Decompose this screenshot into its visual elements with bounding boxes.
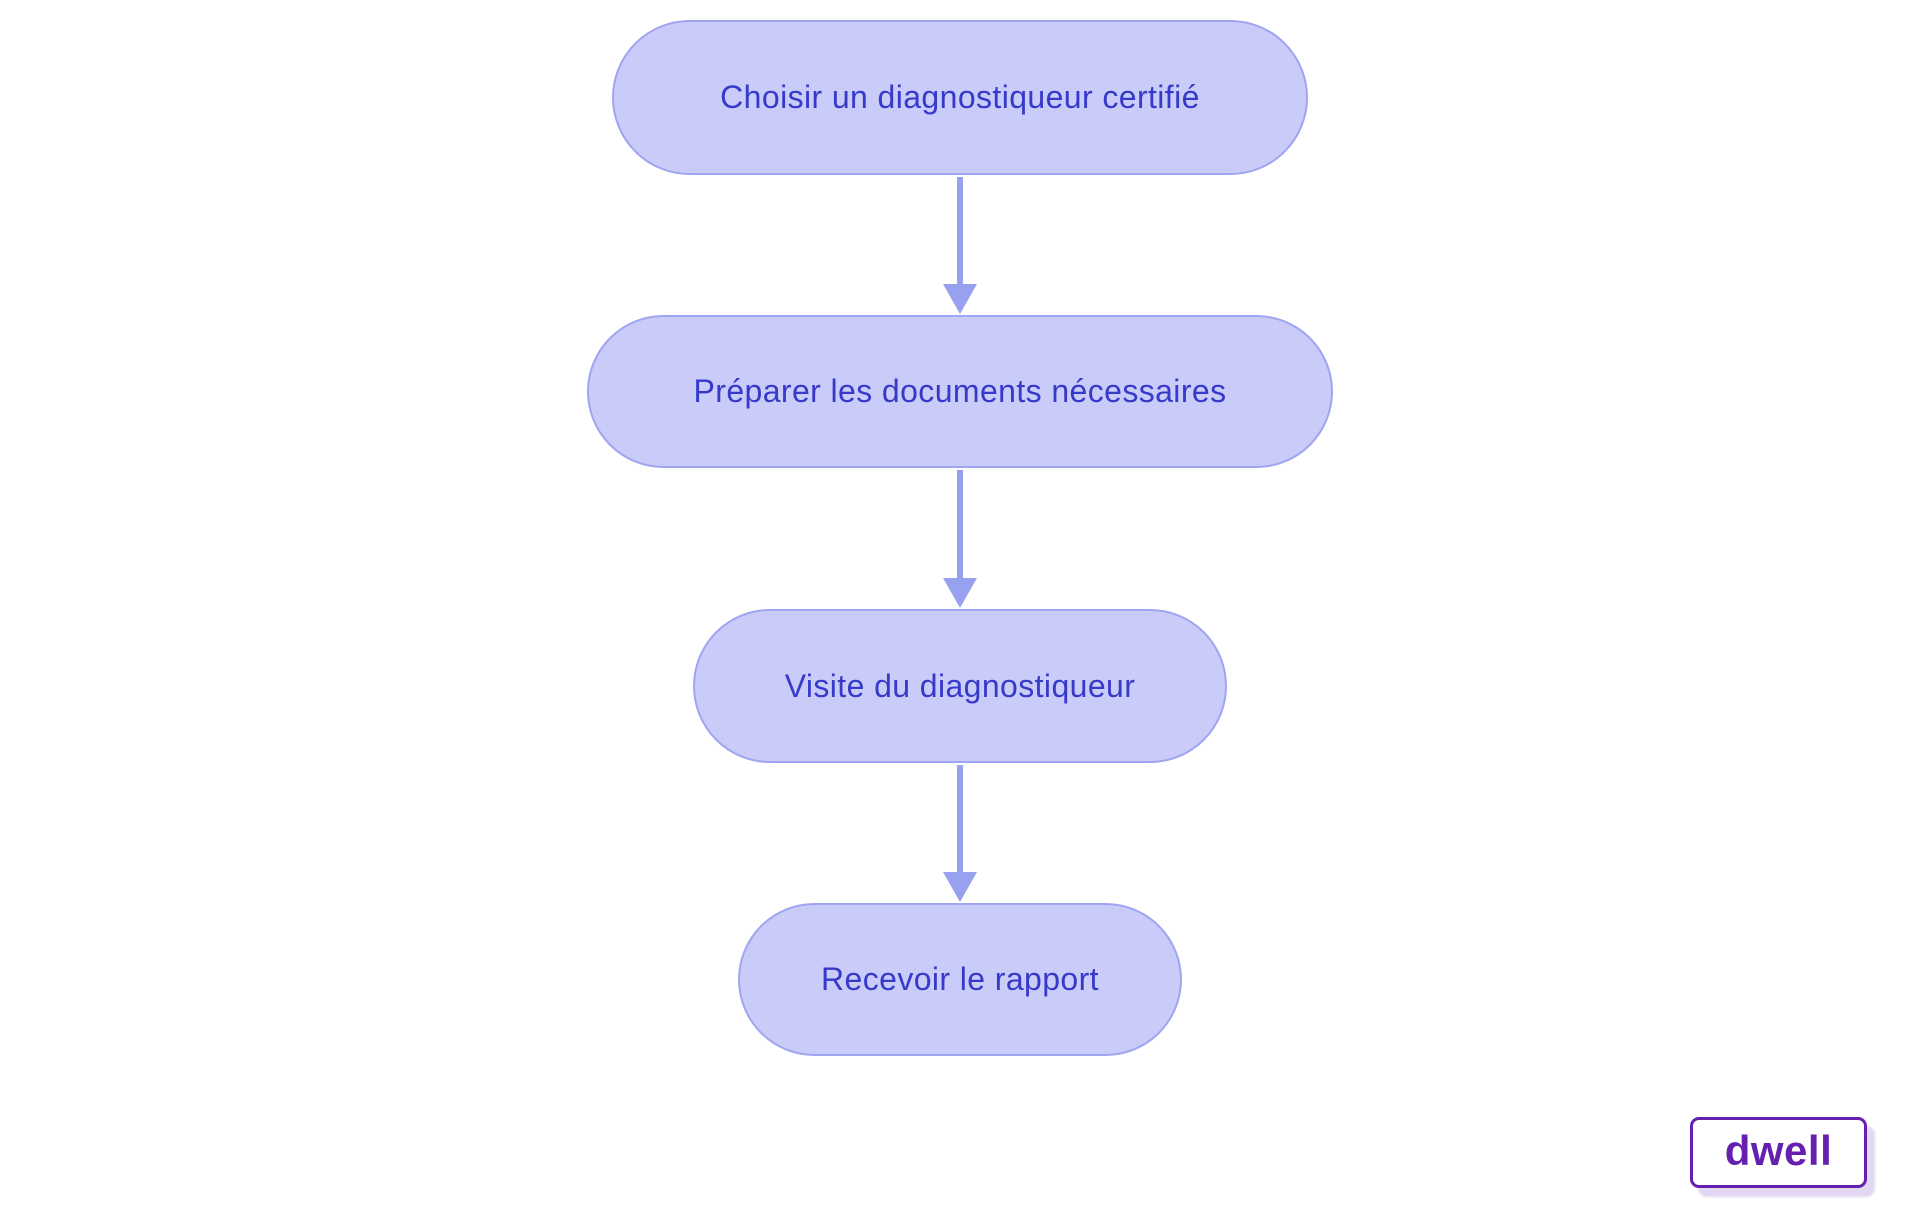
flow-node-step-4: Recevoir le rapport xyxy=(738,903,1182,1056)
arrow-down-icon xyxy=(943,578,977,608)
dwell-logo-text: dwell xyxy=(1724,1126,1833,1174)
arrow-line xyxy=(957,765,963,872)
flow-node-step-3: Visite du diagnostiqueur xyxy=(693,609,1227,763)
arrow-down-icon xyxy=(943,872,977,902)
connector-arrow-1 xyxy=(943,177,977,314)
dwell-logo-badge: dwell xyxy=(1690,1117,1867,1188)
flow-node-step-1-label: Choisir un diagnostiqueur certifié xyxy=(720,79,1200,115)
arrow-down-icon xyxy=(943,284,977,314)
flow-node-step-2: Préparer les documents nécessaires xyxy=(587,315,1333,468)
flow-node-step-3-label: Visite du diagnostiqueur xyxy=(784,667,1136,704)
flow-node-step-2-label: Préparer les documents nécessaires xyxy=(693,373,1227,409)
connector-arrow-3 xyxy=(943,765,977,902)
flow-node-step-1: Choisir un diagnostiqueur certifié xyxy=(612,20,1308,175)
arrow-line xyxy=(957,470,963,578)
arrow-line xyxy=(957,177,963,284)
connector-arrow-2 xyxy=(943,470,977,608)
flow-node-step-4-label: Recevoir le rapport xyxy=(821,961,1099,997)
